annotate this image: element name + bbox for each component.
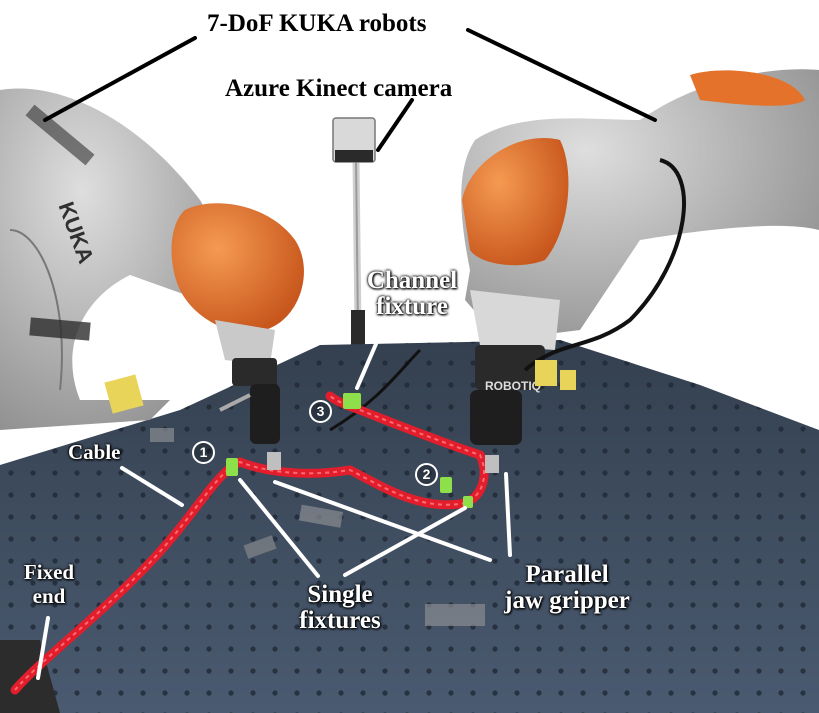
marker-3: 3 bbox=[309, 400, 332, 423]
label-fixed-line1: Fixed bbox=[23, 560, 75, 584]
marker-1: 1 bbox=[192, 441, 215, 464]
optical-table bbox=[0, 340, 819, 713]
kinect-camera bbox=[332, 117, 376, 345]
right-kuka-robot: ROBOTIQ bbox=[329, 69, 819, 445]
left-kuka-robot: KUKA bbox=[0, 88, 304, 444]
red-cable bbox=[10, 391, 489, 695]
marker-2: 2 bbox=[415, 463, 438, 486]
label-kuka-robots: 7-DoF KUKA robots bbox=[207, 10, 427, 37]
label-channel-line2: fixture bbox=[376, 293, 448, 320]
label-kinect-camera: Azure Kinect camera bbox=[225, 75, 453, 102]
label-single-line2: fixtures bbox=[299, 607, 381, 634]
label-single-fixtures: Single fixtures bbox=[285, 582, 395, 634]
label-single-line1: Single bbox=[307, 581, 373, 608]
label-cable: Cable bbox=[68, 440, 121, 464]
label-gripper-line1: Parallel bbox=[525, 561, 609, 588]
label-parallel-gripper: Parallel jaw gripper bbox=[482, 562, 652, 614]
label-fixed-line2: end bbox=[32, 584, 66, 608]
annotation-lines bbox=[36, 28, 657, 680]
label-fixed-end: Fixed end bbox=[14, 560, 84, 608]
label-gripper-line2: jaw gripper bbox=[504, 587, 630, 614]
label-channel-fixture: Channel fixture bbox=[357, 268, 467, 320]
right-robot-brand: ROBOTIQ bbox=[485, 379, 541, 393]
label-channel-line1: Channel bbox=[366, 267, 458, 294]
fixtures bbox=[226, 393, 499, 508]
